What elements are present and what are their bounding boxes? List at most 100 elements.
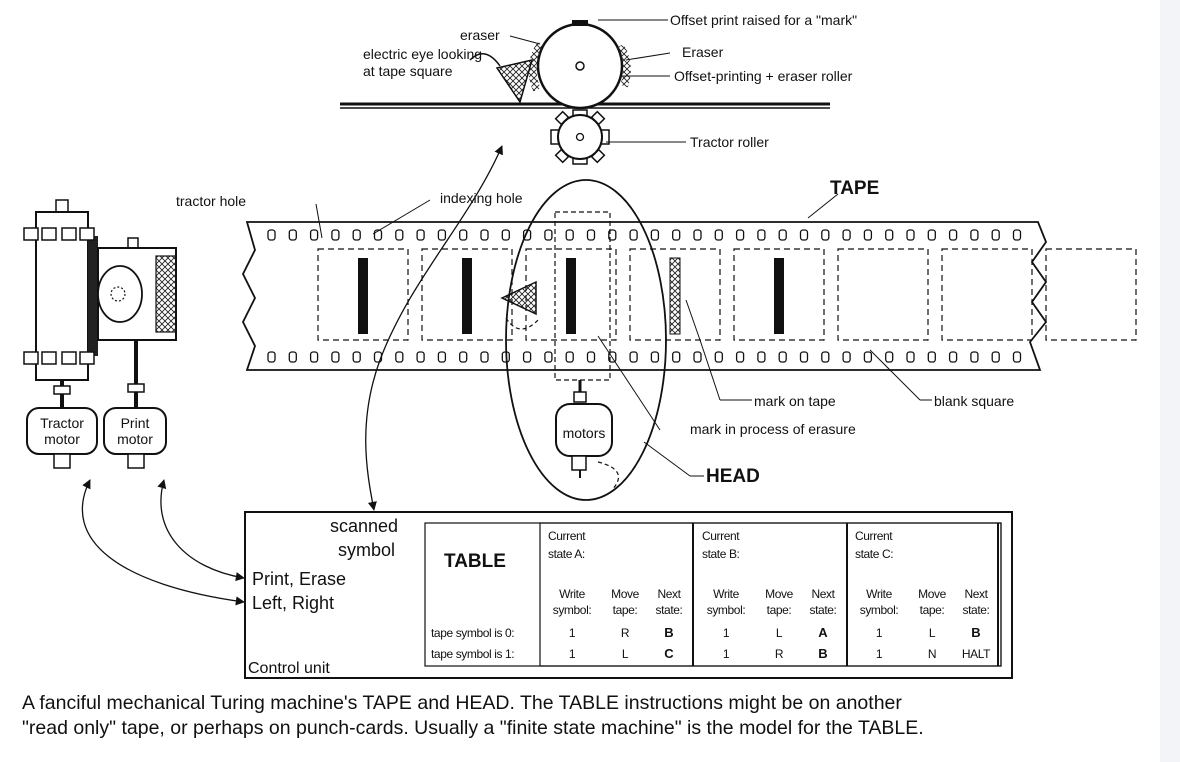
tape-hole [352,351,361,363]
eraser-pad-right [616,43,631,88]
label-tractor-motor-2: motor [44,431,80,447]
label-tape: TAPE [830,178,879,199]
table-cell: B [664,625,673,640]
eraser-pad-left [528,41,545,92]
tape-square [733,248,825,341]
tape-hole [544,351,553,363]
col-header: tape: [767,603,792,617]
table-cell: B [818,646,827,661]
col-header: Next [657,587,681,601]
tape-hole [586,229,596,241]
tape-hole [650,351,660,363]
table-cell: 1 [723,626,730,640]
tape-hole [395,229,404,241]
table-cell: C [664,646,674,661]
state-label: state B: [702,547,740,561]
control-unit [244,511,1013,679]
tape-hole [970,229,979,241]
electric-eye-head [500,280,541,330]
tape-hole [650,229,660,241]
col-header: Write [866,587,893,601]
head-assembly [500,179,932,501]
tape-hole [714,351,723,363]
tape-hole [629,351,638,363]
electric-eye-top [469,53,534,104]
col-header: symbol: [860,603,899,617]
turing-machine-diagram: Offset print raised for a "mark" eraser … [23,12,1137,679]
label-blank-square: blank square [934,393,1014,409]
label-roller: Offset-printing + eraser roller [674,68,853,84]
col-header: Write [559,587,586,601]
tape-hole [352,229,361,241]
tape-hole [1012,351,1022,363]
tape-hole [948,229,958,241]
tape-hole [906,229,915,241]
col-header: Move [918,587,946,601]
print-motor-assembly [97,237,177,469]
tape-hole [480,351,489,363]
tape-hole [757,351,766,363]
tape-hole [842,351,851,363]
label-print-erase: Print, Erase [252,569,346,589]
tape-hole [885,229,894,241]
label-tractor-hole: tractor hole [176,193,246,209]
tape-hole [459,229,468,241]
label-eraser-right: Eraser [682,44,724,60]
signal-wires [81,145,503,606]
table-cell: 1 [569,626,576,640]
tape [241,221,1137,371]
tractor-motor-assembly [23,199,98,469]
col-header: Next [964,587,988,601]
label-eraser-left: eraser [460,27,500,43]
head-motors [555,380,620,491]
label-control-unit: Control unit [248,660,330,677]
state-label: state A: [548,547,585,561]
tape-hole [416,229,425,241]
state-label: state C: [855,547,893,561]
tape-hole [991,229,1000,241]
tape-square [1045,248,1137,341]
col-header: state: [656,603,683,617]
col-header: tape: [920,603,945,617]
tape-hole [522,351,532,363]
table-cell: 1 [876,647,883,661]
state-label: Current [548,529,586,543]
col-header: state: [810,603,837,617]
label-indexing-hole: indexing hole [440,190,523,206]
tape-hole [778,351,787,363]
tape-hole [672,351,681,363]
label-left-right: Left, Right [252,593,334,613]
label-electric-eye-2: at tape square [363,63,453,79]
tape-mark [774,258,784,334]
tape-hole [480,229,489,241]
tape-hole [821,229,830,241]
tape-mark [462,258,472,334]
table-cell: L [622,647,629,661]
table-cell: 1 [876,626,883,640]
tape-hole [927,351,936,363]
tape-hole [565,351,574,363]
label-electric-eye-1: electric eye looking [363,46,482,62]
col-header: symbol: [707,603,746,617]
table-cell: A [818,625,828,640]
tape-hole [267,229,276,241]
tape-hole [586,351,596,363]
tape-mark-erasing [669,257,681,335]
tape-square [837,248,929,341]
tape-hole [331,351,340,363]
tape-square [941,248,1033,341]
label-print-motor-2: motor [117,431,153,447]
table-cell: B [971,625,980,640]
tape-hole [629,229,638,241]
table-title: TABLE [444,551,506,572]
col-header: state: [963,603,990,617]
label-mark-on-tape: mark on tape [754,393,836,409]
scroll-strip [1160,0,1180,762]
col-header: Write [713,587,740,601]
table-cell: 1 [569,647,576,661]
tape-hole [863,351,873,363]
tape-hole [991,351,1000,363]
state-label: Current [855,529,893,543]
tape-hole [693,229,702,241]
tape-square [525,248,617,341]
